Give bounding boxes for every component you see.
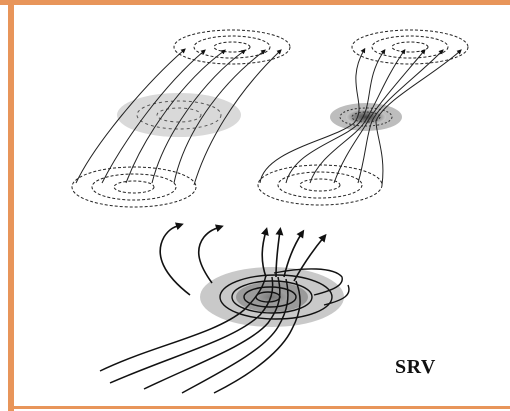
- vortex-line: [285, 48, 386, 184]
- vortex-illustration: [71, 29, 469, 394]
- vortex-line: [193, 49, 282, 186]
- upper-level-circles-left: [173, 29, 291, 65]
- inflow-line: [109, 276, 274, 384]
- inflow-line: [143, 276, 281, 390]
- mid-level-shading-left: [117, 93, 241, 137]
- vortex-line: [309, 48, 406, 184]
- outflow-arrow: [283, 229, 305, 278]
- lower-level-circles-left: [71, 166, 197, 208]
- spiral-arm: [273, 268, 343, 296]
- vortex-line: [151, 49, 247, 184]
- top-accent-bar: [0, 0, 510, 5]
- upper-level-circles-right: [351, 29, 469, 65]
- vortex-line: [259, 47, 366, 184]
- bottom-accent-line: [14, 406, 510, 409]
- outflow-arrow: [197, 224, 224, 284]
- inflow-line: [181, 278, 289, 394]
- vortex-line: [333, 49, 426, 184]
- vortex-line: [75, 48, 186, 184]
- outflow-arrow: [261, 227, 269, 278]
- vortex-line: [173, 49, 266, 184]
- stretched-vortex-tube-right: [257, 29, 469, 206]
- outflow-arrow: [293, 233, 327, 282]
- vortex-line: [125, 49, 227, 184]
- vortex-line: [357, 49, 444, 184]
- outflow-arrow: [159, 222, 191, 296]
- vortex-line: [375, 49, 462, 186]
- left-accent-bar: [8, 0, 14, 411]
- srv-label: SRV: [395, 356, 436, 378]
- srv-spiral-vortex: [99, 222, 350, 394]
- inflow-line: [213, 280, 301, 394]
- inflow-line: [99, 274, 267, 372]
- tilted-vortex-tube-left: [71, 29, 291, 208]
- lower-level-circles-right: [257, 164, 383, 206]
- spiral-arm: [323, 284, 350, 306]
- vortex-line: [101, 49, 206, 184]
